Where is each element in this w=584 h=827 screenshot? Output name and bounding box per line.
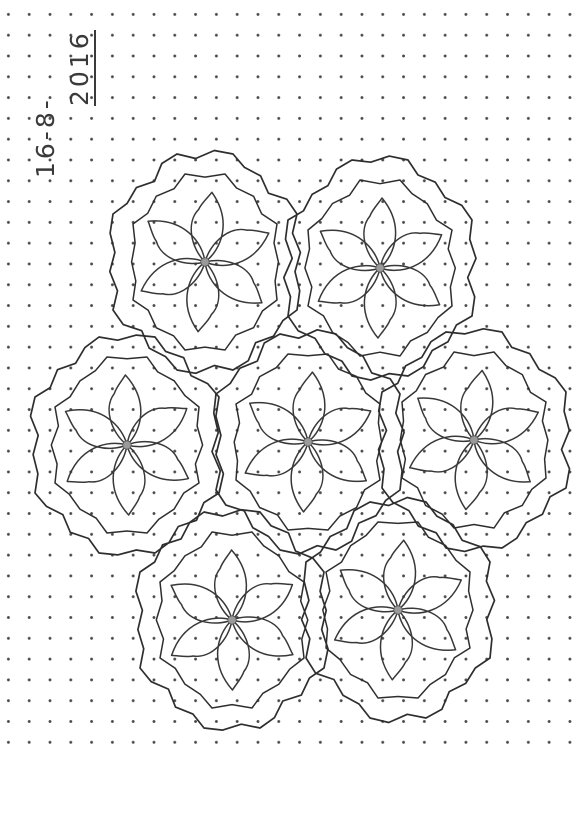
flower-motif <box>333 539 463 681</box>
hexagon-outline-outer <box>377 327 571 553</box>
flower-motif <box>317 197 443 339</box>
flower-center <box>227 615 237 625</box>
petal <box>64 409 128 450</box>
hexagon-band <box>135 508 329 731</box>
hexagon-outline-inner <box>130 173 280 351</box>
hexagon-band <box>300 496 496 724</box>
petal <box>170 583 233 624</box>
flower-center <box>122 440 132 450</box>
hexagon-outline-inner <box>155 531 309 709</box>
petal <box>248 401 309 445</box>
date-line-2: 2016 <box>65 30 96 106</box>
flower-center <box>200 257 210 267</box>
flower-center <box>469 435 479 445</box>
petal <box>417 397 475 443</box>
hexagon-band <box>282 155 477 381</box>
hexagon-outline-outer <box>211 328 405 555</box>
petal <box>147 220 206 265</box>
flower-center <box>393 605 403 615</box>
hexagon-band <box>377 327 571 553</box>
hexagon-outline-inner <box>233 353 383 531</box>
hexagon-outline-outer <box>108 149 302 375</box>
flower-motif <box>408 369 540 511</box>
hexagon-outline-inner <box>304 179 457 357</box>
flower-center <box>303 437 313 447</box>
hexagon-band <box>108 149 302 375</box>
hexagon-band <box>29 334 225 556</box>
flower-motif <box>170 549 294 691</box>
hexagon-outline-outer <box>29 334 225 556</box>
hexagon-outline-inner <box>50 356 204 534</box>
hexagon-outline-inner <box>399 351 549 529</box>
dot-grid <box>0 0 578 758</box>
hexagon-outline-inner <box>322 521 474 699</box>
hexagon-outline-outer <box>135 508 329 731</box>
hexagon-outline-outer <box>282 155 477 381</box>
petal <box>339 569 399 613</box>
hexagon-outline-outer <box>300 496 496 724</box>
flower-motif <box>244 371 372 513</box>
flower-motif <box>140 191 270 333</box>
flower-center <box>375 263 385 273</box>
petal <box>319 229 381 272</box>
handwritten-date: 16-8- 2016 <box>30 28 96 178</box>
date-line-1: 16-8- <box>31 97 60 178</box>
flower-motif <box>64 374 190 516</box>
hexagon-band <box>211 328 405 555</box>
